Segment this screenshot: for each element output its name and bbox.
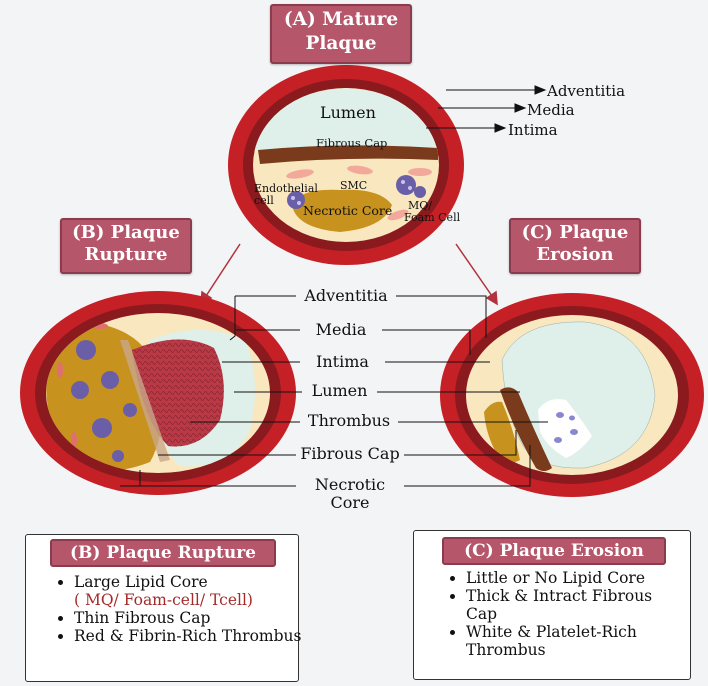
rupture-item1-sub: ( MQ/ Foam-cell/ Tcell) <box>74 591 253 609</box>
mature-plaque-tag-line1: (A) Mature <box>283 9 399 30</box>
mature-label-fibrous-cap: Fibrous Cap <box>316 136 388 150</box>
erosion-info-box: (C) Plaque Erosion Little or No Lipid Co… <box>413 530 691 680</box>
mature-label-necrotic-core: Necrotic Core <box>303 203 393 218</box>
plaque-erosion-tag-line1: (C) Plaque <box>521 222 629 243</box>
plaque-erosion-tag-line2: Erosion <box>536 244 614 265</box>
center-label-necrotic-1: Necrotic <box>314 475 386 494</box>
erosion-vessel <box>440 293 704 497</box>
rupture-item-thin-fibrous-cap: Thin Fibrous Cap <box>74 609 310 627</box>
erosion-platelet <box>556 412 564 418</box>
center-label-media: Media <box>315 320 367 339</box>
center-label-lumen: Lumen <box>311 381 368 400</box>
rupture-smc-cell <box>71 432 77 448</box>
center-label-thrombus: Thrombus <box>307 411 391 430</box>
mature-smc-cell <box>347 165 373 175</box>
mature-fibrous-cap <box>258 145 438 164</box>
mature-leader-lines <box>426 85 547 133</box>
rupture-info-box: (B) Plaque Rupture Large Lipid Core ( MQ… <box>25 534 301 682</box>
center-label-intima: Intima <box>316 352 369 371</box>
center-label-fibrous-cap: Fibrous Cap <box>300 444 400 463</box>
erosion-platelet <box>554 437 562 443</box>
mature-label-lumen: Lumen <box>320 103 376 122</box>
rupture-info-title: (B) Plaque Rupture <box>50 539 276 567</box>
erosion-item-white-thrombus: White & Platelet-Rich Thrombus <box>466 623 676 659</box>
plaque-rupture-tag: (B) Plaque Rupture <box>60 218 192 274</box>
mature-plaque-vessel <box>228 65 464 265</box>
mature-necrotic-core <box>292 189 392 232</box>
mature-foam-cell <box>414 186 426 198</box>
center-leader-lines <box>120 295 548 487</box>
mature-label-intima: Intima <box>508 121 558 139</box>
mature-label-mq-1: MQ/ <box>408 199 432 212</box>
rupture-vessel <box>20 291 296 495</box>
mature-foam-cell <box>287 191 305 209</box>
rupture-foam-cell <box>101 371 119 389</box>
plaque-erosion-tag: (C) Plaque Erosion <box>509 218 641 274</box>
erosion-item-thick-fibrous-cap: Thick & Intract Fibrous Cap <box>466 587 676 623</box>
erosion-platelet <box>569 415 575 421</box>
mature-label-endothelial-1: Endothelial <box>254 182 318 195</box>
mature-foam-cell <box>396 175 416 195</box>
erosion-info-title: (C) Plaque Erosion <box>442 537 666 565</box>
mature-plaque-tag-line2: Plaque <box>305 33 377 54</box>
plaque-rupture-tag-line1: (B) Plaque <box>72 222 180 243</box>
center-label-necrotic-2: Core <box>330 493 370 512</box>
erosion-item-little-lipid-core: Little or No Lipid Core <box>466 569 676 587</box>
erosion-necrotic-core <box>484 401 520 463</box>
erosion-platelet <box>570 429 578 435</box>
rupture-fibrous-cap <box>120 340 170 462</box>
mature-label-endothelial-2: cell <box>254 194 274 207</box>
mature-lumen <box>253 88 439 152</box>
rupture-foam-cell <box>71 381 89 399</box>
mature-label-adventitia: Adventitia <box>547 82 626 100</box>
rupture-item1-text: Large Lipid Core <box>74 573 208 591</box>
erosion-fibrous-cap <box>500 387 552 471</box>
mature-plaque-tag: (A) Mature Plaque <box>270 4 412 64</box>
erosion-info-list: Little or No Lipid Core Thick & Intract … <box>448 569 676 659</box>
mature-label-media: Media <box>527 101 575 119</box>
mature-label-mq-2: Foam Cell <box>404 211 461 224</box>
rupture-foam-cell <box>123 403 137 417</box>
rupture-item-large-lipid-core: Large Lipid Core ( MQ/ Foam-cell/ Tcell) <box>74 573 310 609</box>
rupture-smc-cell <box>57 362 63 378</box>
rupture-item-red-thrombus: Red & Fibrin-Rich Thrombus <box>74 627 310 645</box>
mature-label-smc: SMC <box>340 179 368 192</box>
rupture-foam-cell <box>76 340 96 360</box>
center-label-adventitia: Adventitia <box>304 286 388 305</box>
rupture-foam-cell <box>92 418 112 438</box>
rupture-info-list: Large Lipid Core ( MQ/ Foam-cell/ Tcell)… <box>56 573 310 645</box>
progression-arrows <box>200 243 498 306</box>
plaque-rupture-tag-line2: Rupture <box>84 244 168 265</box>
mature-smc-cell <box>387 209 409 221</box>
rupture-foam-cell <box>112 450 124 462</box>
mature-smc-cell <box>408 168 432 176</box>
mature-smc-cell <box>286 169 314 179</box>
erosion-thrombus <box>538 399 592 458</box>
